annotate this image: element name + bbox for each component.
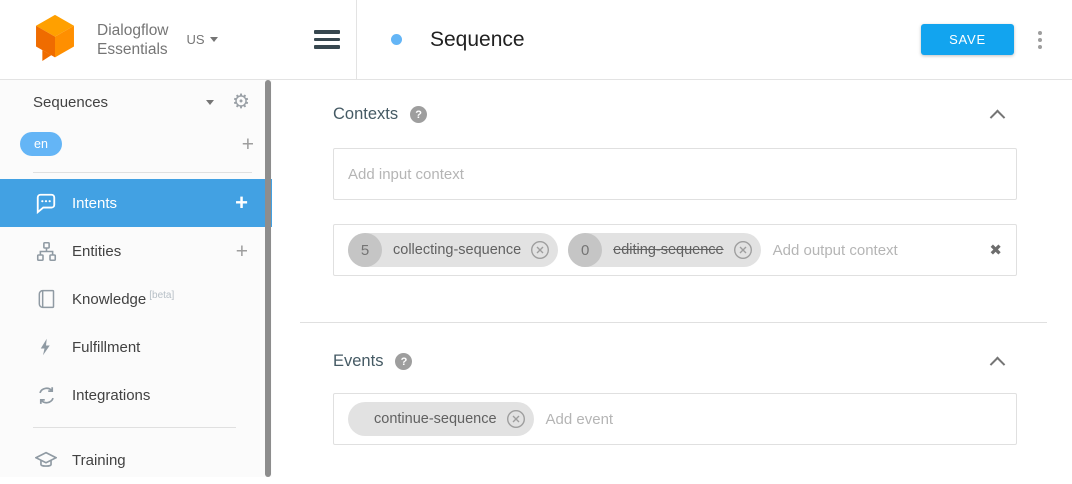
divider xyxy=(33,427,236,428)
event-placeholder[interactable]: Add event xyxy=(545,410,614,428)
intent-form: Contexts ? 5 collecting-sequence 0 editi… xyxy=(272,105,1072,445)
context-lifespan: 0 xyxy=(568,233,603,267)
sidebar-item-label: Entities xyxy=(72,242,122,260)
sidebar-item-label: Intents xyxy=(72,194,118,212)
graduation-cap-icon xyxy=(35,449,57,471)
sidebar-brand: Dialogflow Essentials US xyxy=(0,0,272,80)
events-title: Events xyxy=(333,352,384,370)
chevron-up-icon[interactable] xyxy=(989,356,1006,373)
help-icon[interactable]: ? xyxy=(410,106,428,123)
kebab-menu-icon[interactable] xyxy=(1034,27,1046,53)
output-context-chip[interactable]: 5 collecting-sequence xyxy=(348,233,559,267)
sidebar-menu: Sequences ⚙ en + Intents + xyxy=(0,80,272,477)
input-context-field[interactable] xyxy=(333,148,1017,200)
sidebar-item-training[interactable]: Training xyxy=(0,436,272,484)
output-context-chip[interactable]: 0 editing-sequence xyxy=(568,233,761,267)
clear-contexts-icon[interactable]: ✖ xyxy=(989,242,1002,259)
context-name: collecting-sequence xyxy=(393,242,522,258)
divider xyxy=(356,0,357,80)
intent-status-dot xyxy=(391,34,402,45)
sidebar-item-label: Training xyxy=(72,451,126,469)
agent-selector[interactable]: Sequences ⚙ xyxy=(0,80,272,124)
divider xyxy=(33,172,252,173)
page-title: Sequence xyxy=(430,27,525,51)
intent-header: Sequence SAVE xyxy=(272,0,1072,80)
brand-name: Dialogflow Essentials xyxy=(97,21,169,58)
input-context-input[interactable] xyxy=(348,165,1002,183)
output-context-placeholder[interactable]: Add output context xyxy=(772,241,898,259)
add-intent-button[interactable]: + xyxy=(235,190,248,215)
sidebar-item-label: Knowledge[beta] xyxy=(72,290,175,308)
chat-bubble-icon xyxy=(35,192,57,214)
sidebar-item-label: Fulfillment xyxy=(72,338,141,356)
language-badge[interactable]: en xyxy=(20,132,62,156)
sidebar-scrollbar[interactable] xyxy=(265,80,271,477)
entities-icon xyxy=(35,240,57,262)
lightning-icon xyxy=(35,336,57,358)
sidebar-item-fulfillment[interactable]: Fulfillment xyxy=(0,323,272,371)
sidebar-item-integrations[interactable]: Integrations xyxy=(0,371,272,419)
help-icon[interactable]: ? xyxy=(395,353,413,370)
agent-name: Sequences xyxy=(33,93,109,111)
sidebar-item-intents[interactable]: Intents + xyxy=(0,179,272,227)
region-selector[interactable]: US xyxy=(187,32,218,47)
language-row: en + xyxy=(0,124,272,164)
sidebar-item-knowledge[interactable]: Knowledge[beta] xyxy=(0,275,272,323)
chevron-down-icon xyxy=(209,37,218,42)
main-panel: Sequence SAVE Contexts ? 5 collecting-se… xyxy=(272,0,1072,478)
contexts-title: Contexts xyxy=(333,105,399,123)
contexts-section-header: Contexts ? xyxy=(333,105,1017,126)
beta-badge: [beta] xyxy=(149,290,175,301)
gear-icon[interactable]: ⚙ xyxy=(232,91,250,113)
remove-event-icon[interactable] xyxy=(506,409,526,429)
chevron-down-icon xyxy=(206,99,215,105)
divider xyxy=(300,322,1047,323)
sync-icon xyxy=(35,384,57,406)
output-context-field[interactable]: 5 collecting-sequence 0 editing-sequence… xyxy=(333,224,1017,276)
book-icon xyxy=(35,288,57,310)
sidebar-item-entities[interactable]: Entities + xyxy=(0,227,272,275)
dialogflow-logo-icon xyxy=(33,14,77,66)
event-name: continue-sequence xyxy=(374,411,497,427)
add-language-button[interactable]: + xyxy=(241,132,254,156)
save-button[interactable]: SAVE xyxy=(921,24,1014,55)
context-name: editing-sequence xyxy=(613,242,724,258)
event-chip[interactable]: continue-sequence xyxy=(348,402,534,436)
remove-context-icon[interactable] xyxy=(530,240,550,260)
events-section-header: Events ? xyxy=(333,352,1017,373)
remove-context-icon[interactable] xyxy=(733,240,753,260)
add-entity-button[interactable]: + xyxy=(235,239,248,263)
sidebar-item-label: Integrations xyxy=(72,386,151,404)
sidebar: Dialogflow Essentials US Sequences ⚙ en … xyxy=(0,0,272,478)
context-lifespan: 5 xyxy=(348,233,382,267)
chevron-up-icon[interactable] xyxy=(989,109,1006,126)
events-field[interactable]: continue-sequence Add event xyxy=(333,393,1017,445)
menu-icon[interactable] xyxy=(314,30,340,49)
